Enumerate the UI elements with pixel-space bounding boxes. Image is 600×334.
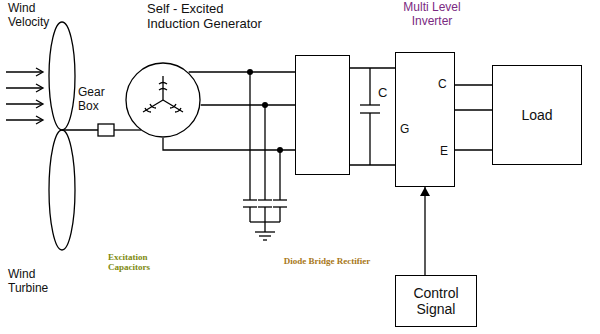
turbine-blade (49, 22, 75, 130)
dc-capacitor (360, 68, 380, 165)
box-label: Load (521, 107, 552, 123)
shaft (114, 129, 141, 130)
control-box: Control Signal (395, 275, 477, 327)
excitation-capacitors (243, 72, 287, 240)
connector (350, 68, 395, 165)
gear-box (98, 124, 114, 136)
pin-name: E (440, 145, 448, 159)
rectifier-box: Diode Bridge Rectifier (295, 55, 350, 175)
annotation: Wind Velocity (8, 2, 56, 30)
component-value: C (378, 86, 387, 101)
annotation: Gear Box (78, 86, 112, 114)
generator-windings (143, 76, 183, 112)
turbine-blade (49, 130, 75, 250)
shaft (62, 129, 98, 130)
connector (455, 85, 492, 150)
inverter-box: Multi Level InverterCGE (395, 52, 455, 187)
component-title: Multi Level Inverter (400, 1, 464, 29)
box-label: Control Signal (396, 285, 476, 317)
pin-name: G (400, 123, 409, 137)
component-title: Self - Excited Induction Generator (147, 2, 279, 32)
annotation: Wind Turbine (8, 268, 58, 296)
pin-name: C (438, 78, 447, 92)
wind-arrows (6, 68, 43, 124)
connector (163, 72, 295, 150)
junction-dots (247, 69, 283, 153)
annotation: Excitation Capacitors (108, 252, 178, 273)
generator-circle: Self - Excited Induction Generator (125, 62, 201, 138)
connector (420, 187, 430, 275)
component-title: Diode Bridge Rectifier (272, 256, 382, 266)
generator-outline (125, 62, 201, 138)
load-box: Load (492, 65, 582, 165)
